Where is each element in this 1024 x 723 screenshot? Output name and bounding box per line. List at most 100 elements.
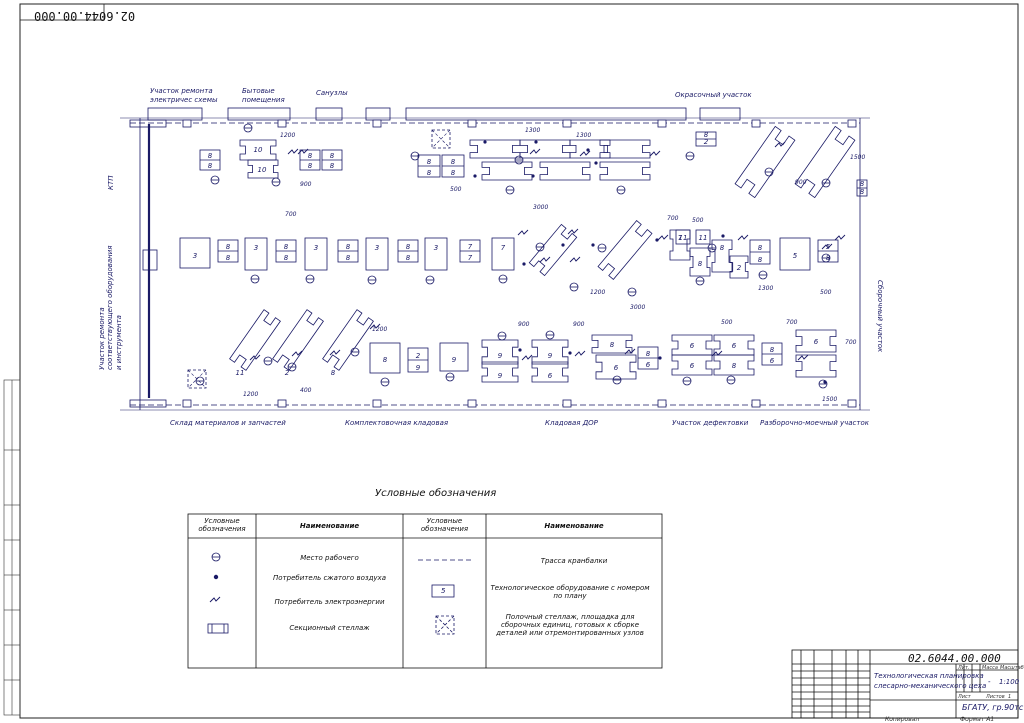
air-consumer-icon <box>568 351 572 355</box>
workbench <box>531 361 569 383</box>
dimension-label: 1500 <box>850 154 866 161</box>
power-consumer-icon <box>329 349 341 356</box>
workbench <box>597 220 653 280</box>
dimension-label: 3000 <box>630 304 646 311</box>
label-household: Бытовые помещения <box>242 87 285 104</box>
dimension-label: 700 <box>786 319 798 326</box>
equipment-box <box>244 237 268 271</box>
legend-symbols <box>207 552 472 635</box>
equipment-number: 11 <box>236 369 245 377</box>
label-ktp: КТП <box>107 175 115 190</box>
equipment-number: 8 <box>704 131 709 139</box>
air-consumer-icon <box>483 140 487 144</box>
document-code-rotated: 02.6044.00.000 <box>34 9 136 23</box>
workbench <box>569 139 611 159</box>
equipment-box <box>304 237 328 271</box>
air-consumer-icon <box>531 174 535 178</box>
label-tool-repair: Участок ремонта соответствующего оборудо… <box>98 245 123 370</box>
equipment-number: 3 <box>254 244 258 252</box>
dimension-label: 900 <box>300 181 312 188</box>
title-block-scale-label: Масштаб <box>1000 665 1024 671</box>
equipment-number: 6 <box>770 357 775 365</box>
equipment-box <box>675 229 691 245</box>
workbench <box>595 354 637 380</box>
legend-title: Условные обозначения <box>375 488 497 499</box>
dimension-label: 1200 <box>372 326 388 333</box>
equipment-number: 8 <box>720 244 725 252</box>
legend-row-crane: Трасса кранбалки <box>540 557 608 565</box>
equipment-number: 8 <box>770 346 775 354</box>
workbench <box>481 161 533 181</box>
equipment-number: 8 <box>330 162 335 170</box>
legend-row-workplace: Место рабочего <box>300 554 359 562</box>
dimension-label: 1200 <box>280 132 296 139</box>
equipment-number: 6 <box>690 342 695 350</box>
legend-col-name-right: Наименование <box>544 522 604 530</box>
equipment-number: 8 <box>427 169 432 177</box>
dimension-label: 1300 <box>576 132 592 139</box>
legend-row-power: Потребитель электроэнергии <box>274 598 385 606</box>
equipment-number: 8 <box>406 254 411 262</box>
equipment-number: 8 <box>610 341 615 349</box>
code-box <box>19 3 105 21</box>
legend-col-symbol-right: Условные обозначения <box>420 517 469 533</box>
equipment-big <box>779 237 811 271</box>
power-consumer-icon <box>369 323 381 330</box>
equipment-number: 9 <box>416 364 421 372</box>
air-consumer-icon <box>658 356 662 360</box>
power-consumer-icon <box>287 148 299 155</box>
equipment-number: 6 <box>814 338 819 346</box>
equipment-box <box>695 229 711 245</box>
equipment-number: 8 <box>308 162 313 170</box>
title-block-mass: - <box>988 678 991 686</box>
air-consumer-icon <box>534 140 538 144</box>
power-consumer-icon <box>521 354 533 361</box>
power-consumer-icon <box>297 148 309 155</box>
equipment-big <box>439 342 469 372</box>
air-consumer-icon <box>473 174 477 178</box>
equipment-number: 2 <box>416 352 421 360</box>
dimension-label: 900 <box>518 321 530 328</box>
label-complect: Комплектовочная кладовая <box>345 419 449 427</box>
dimension-label: 700 <box>845 339 857 346</box>
title-block-scale: 1:100 <box>999 678 1020 686</box>
air-consumer-icon <box>823 380 827 384</box>
air-consumer-icon <box>586 148 590 152</box>
power-consumer-icon <box>291 350 303 357</box>
equipment-number: 11 <box>679 234 688 242</box>
label-dor: Кладовая ДОР <box>545 419 598 427</box>
equipment-number: 8 <box>698 260 703 268</box>
equipment-number: 6 <box>646 361 651 369</box>
power-consumer-icon <box>249 354 261 361</box>
equipment-number: 10 <box>254 146 263 154</box>
title-block-code: 02.6044.00.000 <box>908 652 1001 665</box>
power-consumer-icon <box>797 354 809 361</box>
legend-row-shelf: Полочный стеллаж, площадка для сборочных… <box>496 613 644 637</box>
shelf-cross <box>431 129 451 149</box>
power-consumer-icon <box>529 148 541 155</box>
label-warehouse: Склад материалов и запчастей <box>170 419 286 427</box>
equipment-number: 9 <box>498 352 503 360</box>
equipment-number: 6 <box>732 342 737 350</box>
workbench <box>528 223 578 277</box>
equipment-number: 8 <box>331 369 336 377</box>
dimension-label: 700 <box>667 215 679 222</box>
workbench <box>711 239 733 273</box>
title-block-copied: Копировал <box>885 716 920 723</box>
equipment-big <box>369 342 401 374</box>
power-consumer-icon <box>624 348 636 355</box>
equipment-number: 8 <box>406 243 411 251</box>
dimension-label: 500 <box>692 217 704 224</box>
legend-row-air: Потребитель сжатого воздуха <box>273 574 386 582</box>
equipment-number: 8 <box>208 162 213 170</box>
air-consumer-icon <box>518 348 522 352</box>
legend-table <box>187 513 663 669</box>
equipment-big <box>179 237 211 269</box>
binding-strip <box>3 379 21 716</box>
equipment-number: 6 <box>690 362 695 370</box>
power-consumer-icon <box>737 234 749 241</box>
workbench <box>599 139 651 159</box>
workbench <box>591 334 633 354</box>
